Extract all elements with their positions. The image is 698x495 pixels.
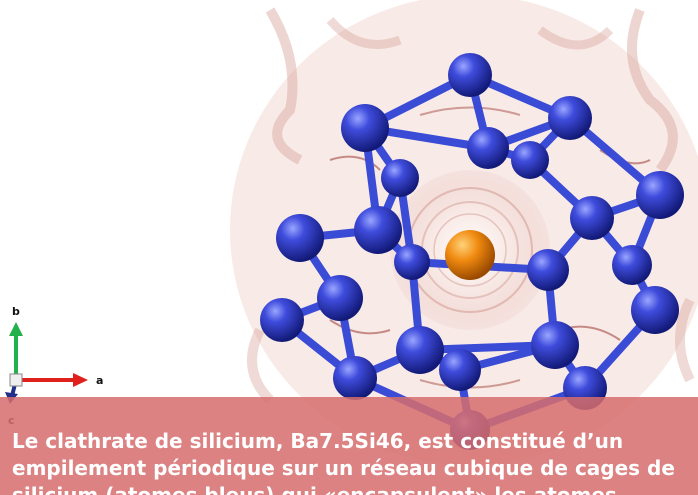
axis-origin	[9, 373, 23, 387]
silicon-atom	[631, 286, 679, 334]
silicon-atom	[317, 275, 363, 321]
silicon-atom	[354, 206, 402, 254]
axis-b-arrowhead	[9, 322, 23, 336]
barium-atom	[445, 230, 495, 280]
silicon-atom	[527, 249, 569, 291]
silicon-atom	[333, 356, 377, 400]
caption-text: Le clathrate de silicium, Ba7.5Si46, est…	[12, 429, 675, 495]
silicon-atom	[381, 159, 419, 197]
axis-b-label: b	[12, 305, 20, 318]
silicon-atom	[511, 141, 549, 179]
caption-banner: Le clathrate de silicium, Ba7.5Si46, est…	[0, 397, 698, 495]
silicon-atom	[396, 326, 444, 374]
silicon-atom	[548, 96, 592, 140]
axis-a-label: a	[96, 374, 103, 387]
silicon-atom	[260, 298, 304, 342]
silicon-atom	[448, 53, 492, 97]
silicon-atom	[341, 104, 389, 152]
silicon-atom	[439, 349, 481, 391]
silicon-atom	[467, 127, 509, 169]
silicon-atom	[612, 245, 652, 285]
silicon-atom	[276, 214, 324, 262]
silicon-atom	[570, 196, 614, 240]
silicon-atom	[636, 171, 684, 219]
axis-a-arrowhead	[73, 373, 88, 387]
silicon-atom	[394, 244, 430, 280]
silicon-atom	[531, 321, 579, 369]
